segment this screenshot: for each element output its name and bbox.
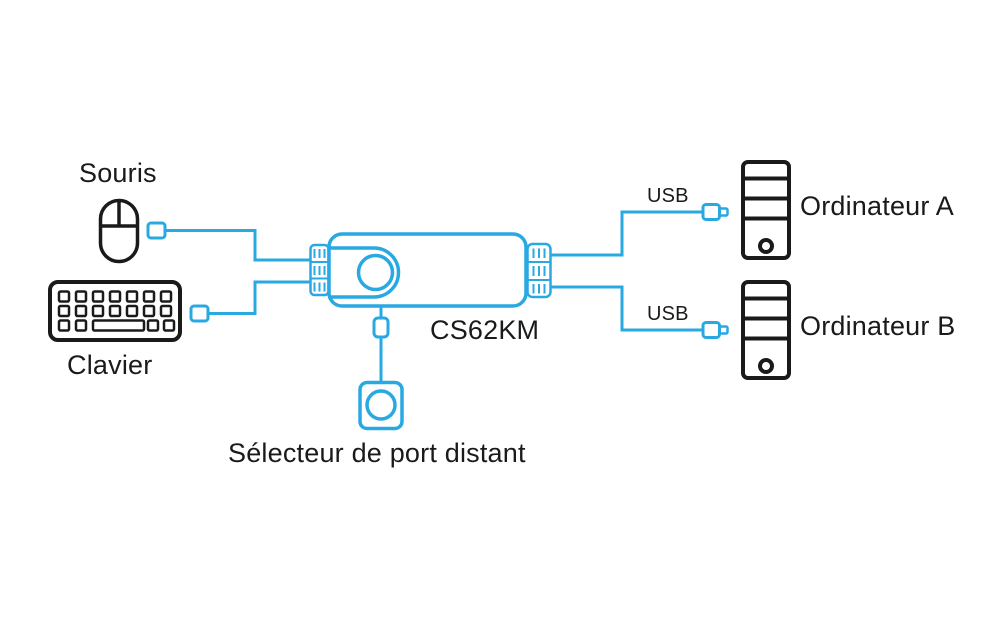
keyboard-keys — [57, 290, 176, 332]
usb-plug-icon-b — [701, 321, 729, 339]
selector-button-circle — [365, 389, 397, 421]
selector-button-body — [358, 380, 404, 431]
mouse-label: Souris — [79, 158, 157, 188]
keyboard-cable-line — [208, 280, 311, 315]
cable-to-computer-b — [550, 285, 729, 339]
keyboard-label: Clavier — [67, 350, 153, 380]
computer-tower-icon-a — [741, 160, 791, 260]
device-model-label: CS62KM — [430, 315, 540, 345]
kvm-device-circle — [356, 253, 395, 292]
computer-b-label: Ordinateur B — [800, 311, 956, 341]
computer-b-cable-line — [550, 285, 703, 332]
kvm-device-icon — [309, 232, 552, 308]
computer-a-label: Ordinateur A — [800, 191, 954, 221]
power-button-a — [758, 238, 774, 254]
usb-plug-icon-a — [701, 203, 729, 221]
keyboard-cable — [189, 280, 311, 323]
selector-connector-icon — [372, 316, 390, 339]
strain-relief-icon-right — [526, 242, 552, 299]
mouse-connector-icon — [146, 221, 167, 240]
strain-relief-icon-left — [309, 243, 330, 297]
mouse-icon — [98, 198, 140, 264]
computer-tower-icon-b — [741, 280, 791, 380]
kvm-device-keyhole — [329, 246, 401, 299]
power-button-b — [758, 358, 774, 374]
remote-port-selector-icon — [358, 306, 404, 431]
keyboard-icon — [48, 280, 182, 342]
mouse-cable — [146, 221, 311, 262]
usb-label-a: USB — [647, 185, 689, 207]
cable-to-computer-a — [550, 203, 729, 257]
computer-a-cable-line — [550, 210, 703, 257]
port-selector-label: Sélecteur de port distant — [228, 438, 526, 468]
spacebar-key — [91, 319, 146, 332]
keyboard-connector-icon — [189, 304, 210, 323]
usb-label-b: USB — [647, 303, 689, 325]
mouse-cable-line — [165, 229, 311, 262]
